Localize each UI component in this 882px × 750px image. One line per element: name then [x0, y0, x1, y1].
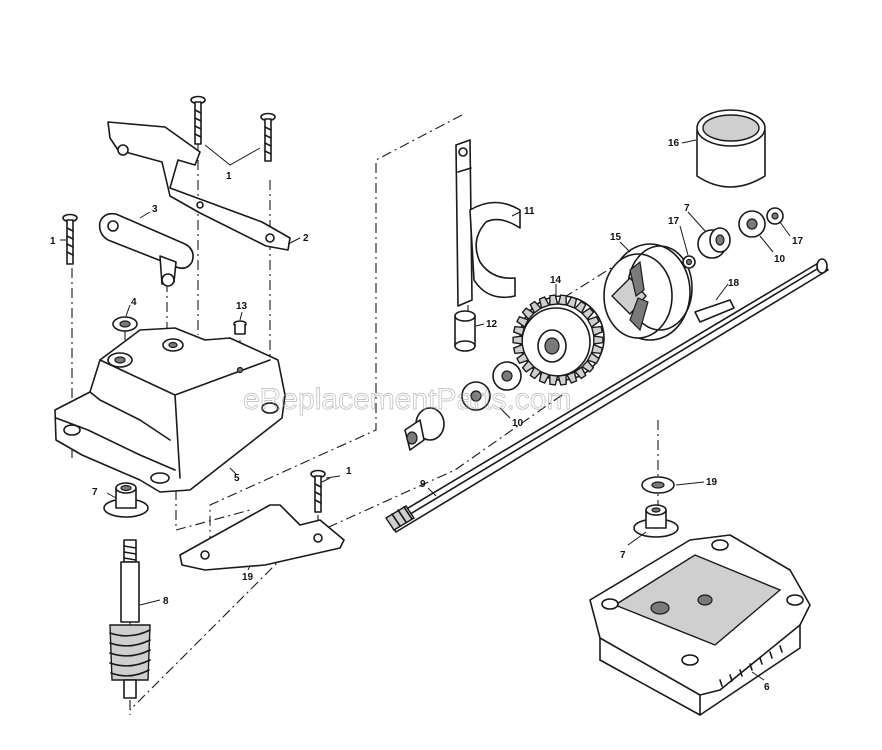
label-part-2: 2 [303, 233, 309, 244]
gear-tooth [516, 315, 530, 328]
gear-tooth [521, 359, 535, 373]
label-part-17-left: 17 [668, 216, 680, 227]
label-part-5: 5 [234, 473, 240, 484]
label-part-19-right: 19 [706, 477, 718, 488]
label-part-14: 14 [550, 275, 562, 286]
gear-tooth [581, 307, 595, 321]
gear-tooth [586, 315, 600, 328]
gear-tooth [549, 294, 559, 306]
gear-tooth [557, 374, 567, 386]
keeper-part-17-left [682, 255, 696, 269]
upper-housing-part-5 [54, 327, 286, 493]
label-part-7-left: 7 [92, 487, 98, 498]
clutch-part-15 [603, 243, 693, 341]
gear-tooth [566, 296, 578, 309]
gear-tooth [566, 371, 578, 384]
gear-tooth [521, 307, 535, 321]
gear-tooth [574, 366, 587, 380]
label-part-10-upper: 10 [774, 254, 786, 265]
leader-lines [60, 139, 791, 681]
worm-shaft-part-8 [109, 539, 151, 699]
gear-tooth [557, 294, 567, 306]
part-number-labels: 1 1 1 2 3 4 5 6 7 7 7 8 9 10 10 11 12 13… [50, 138, 804, 693]
shift-fork-part-11 [455, 139, 521, 307]
gear-tooth [512, 335, 523, 345]
spur-gear-part-14 [512, 294, 605, 386]
label-part-1-top: 1 [226, 171, 232, 182]
watermark-text: eReplacementParts.com [243, 383, 571, 416]
label-part-16: 16 [668, 138, 680, 149]
label-part-18: 18 [728, 278, 740, 289]
flange-bushing-lower [404, 407, 445, 451]
gear-tooth [512, 325, 526, 337]
screw-part-1-right [310, 469, 326, 513]
bushing-part-7-left [103, 482, 149, 518]
label-part-17-right: 17 [792, 236, 804, 247]
label-part-12: 12 [486, 319, 498, 330]
bushing-part-7-bottom [633, 504, 679, 538]
label-part-8: 8 [163, 596, 169, 607]
gear-tooth [581, 359, 595, 373]
plate-part-19 [179, 504, 345, 571]
gear-tooth [529, 300, 542, 314]
gear-tooth [593, 335, 604, 345]
washer-part-4 [112, 316, 138, 332]
label-part-10-lower: 10 [512, 418, 524, 429]
plug-part-13 [233, 320, 247, 335]
gear-tooth [529, 366, 542, 380]
label-part-3: 3 [152, 204, 158, 215]
keeper-part-17-right [766, 207, 784, 225]
gear-tooth [590, 325, 604, 337]
label-part-4: 4 [131, 297, 137, 308]
key-part-18 [694, 299, 735, 323]
gear-tooth [538, 371, 550, 384]
washer-part-10-upper [738, 210, 766, 238]
gear-tooth [538, 296, 550, 309]
gear-tooth [549, 374, 559, 386]
screw-part-1-left [62, 213, 78, 265]
lower-housing-part-6 [589, 534, 811, 716]
label-part-7-top: 7 [684, 203, 690, 214]
label-part-1-left: 1 [50, 236, 56, 247]
screw-part-1-top [190, 95, 276, 166]
roller-part-12 [454, 310, 476, 352]
label-part-9: 9 [420, 479, 426, 490]
bushing-part-7-top [697, 227, 731, 259]
label-part-13: 13 [236, 301, 248, 312]
gear-tooth [516, 352, 530, 365]
gear-tooth [590, 343, 604, 355]
label-part-19-left: 19 [242, 572, 254, 583]
shift-lever-part-3 [98, 212, 194, 287]
label-part-1-right: 1 [346, 466, 352, 477]
washer-part-10-lower [461, 361, 522, 411]
sleeve-part-16 [696, 109, 766, 188]
label-part-15: 15 [610, 232, 622, 243]
label-part-6: 6 [764, 682, 770, 693]
gear-tooth [512, 343, 526, 355]
washer-part-19-right [641, 476, 675, 494]
label-part-11: 11 [524, 206, 535, 217]
gear-tooth [574, 300, 587, 314]
label-part-7-bottom: 7 [620, 550, 626, 561]
shaft-part-9 [385, 258, 829, 533]
gear-tooth [586, 352, 600, 365]
